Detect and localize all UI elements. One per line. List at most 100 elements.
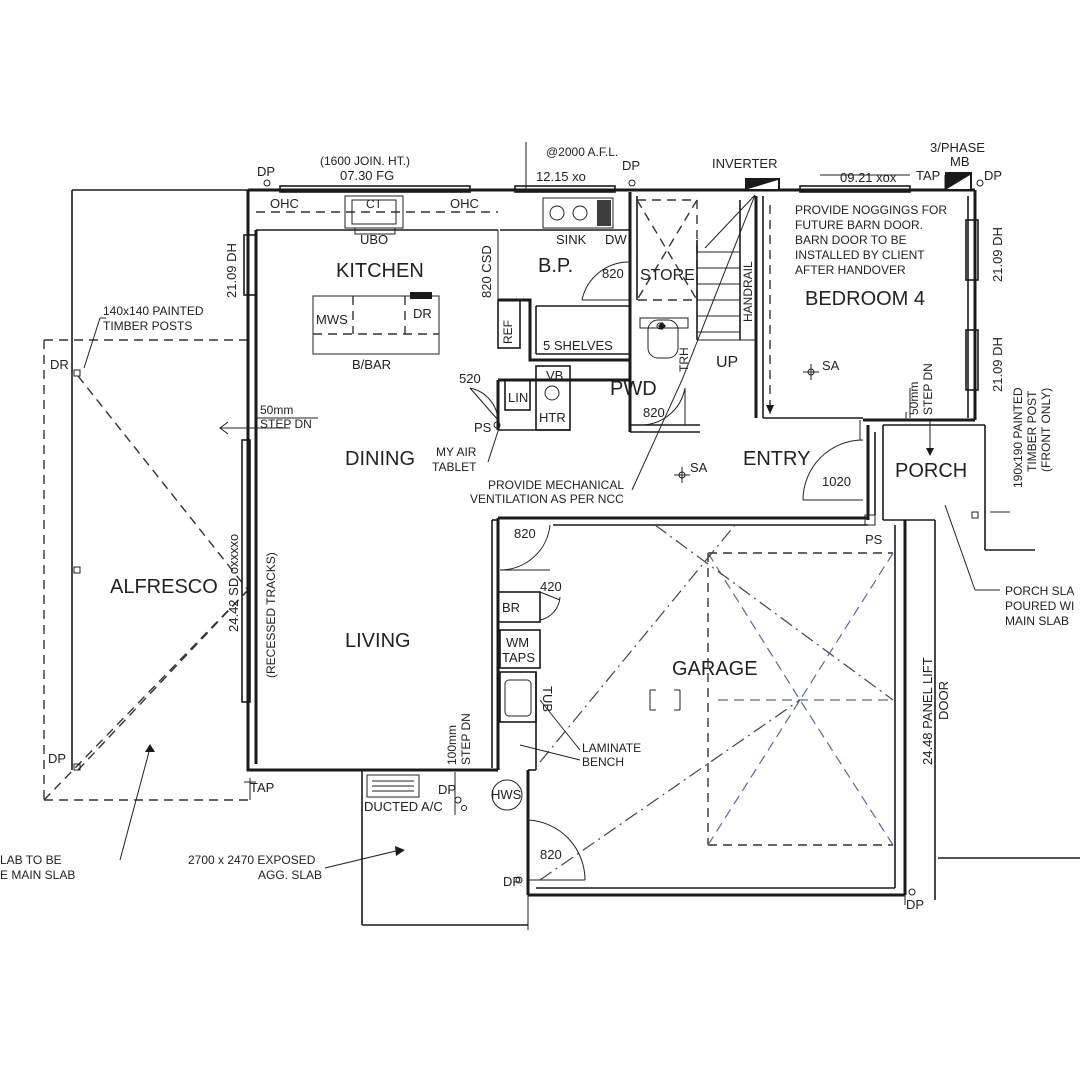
label-sa-bed: SA	[822, 358, 840, 373]
room-living: LIVING	[345, 630, 411, 652]
label-htr: HTR	[539, 410, 566, 425]
note-my-air-1: MY AIR	[436, 445, 477, 459]
note-laminate-1: LAMINATE	[582, 741, 641, 755]
label-br: BR	[502, 600, 520, 615]
dim-step-dn-living-1: 100mm	[445, 725, 459, 765]
label-ducted-ac: DUCTED A/C	[364, 799, 443, 814]
dim-step-dn-left-2: STEP DN	[260, 417, 312, 431]
label-ref: REF	[501, 320, 515, 344]
dim-door-420: 420	[540, 579, 562, 594]
note-barn-door-5: AFTER HANDOVER	[795, 263, 906, 277]
dim-dh-right-1: 21.09 DH	[990, 227, 1005, 282]
note-laminate-2: BENCH	[582, 755, 624, 769]
note-agg-slab-2: AGG. SLAB	[258, 868, 322, 882]
note-barn-door-2: FUTURE BARN DOOR.	[795, 218, 923, 232]
entry-porch	[802, 420, 1035, 551]
dp-garage-right: DP	[906, 897, 924, 912]
note-my-air-2: TABLET	[432, 460, 477, 474]
label-vb: VB	[546, 368, 563, 383]
dp-top-right: DP	[984, 168, 1002, 183]
label-mb: MB	[950, 154, 970, 169]
label-tub: TUB	[540, 686, 555, 712]
room-pwd: PWD	[610, 378, 657, 400]
dim-fg: 07.30 FG	[340, 168, 394, 183]
label-trh: TRH	[677, 347, 691, 372]
service-symbols	[263, 172, 984, 896]
note-slab-left-1: LAB TO BE	[0, 853, 62, 867]
dim-join-ht: (1600 JOIN. HT.)	[320, 154, 410, 168]
label-five-shelves: 5 SHELVES	[543, 338, 613, 353]
note-slab-left-2: E MAIN SLAB	[0, 868, 75, 882]
dim-csd: 820 CSD	[479, 245, 494, 298]
room-alfresco: ALFRESCO	[110, 576, 218, 598]
dim-dh-right-2: 21.09 DH	[990, 337, 1005, 392]
label-hws: HWS	[491, 787, 522, 802]
label-ohc-right: OHC	[450, 196, 479, 211]
top-windows	[241, 185, 979, 703]
dp-top-mid: DP	[622, 158, 640, 173]
note-mech-vent-2: VENTILATION AS PER NCC	[470, 492, 624, 506]
exterior-walls	[246, 188, 977, 772]
dim-door-820-bp: 820	[602, 266, 624, 281]
label-lin: LIN	[508, 390, 528, 405]
label-handrail: HANDRAIL	[741, 261, 755, 322]
label-up: UP	[716, 354, 738, 371]
label-ps-left: PS	[474, 420, 492, 435]
laundry-garage	[491, 518, 1080, 900]
dim-panel-lift: 24.48 PANEL LIFT	[920, 657, 935, 765]
label-ps-right: PS	[865, 532, 883, 547]
label-ohc-left: OHC	[270, 196, 299, 211]
dim-step-dn-porch-2: STEP DN	[921, 363, 935, 415]
exposed-slab	[361, 770, 528, 926]
label-wm: WM	[506, 635, 529, 650]
dim-step-dn-left-1: 50mm	[260, 403, 293, 417]
dp-alfresco-bottom: DP	[48, 751, 66, 766]
label-store: STORE	[640, 267, 695, 284]
bedroom-4	[766, 205, 774, 414]
note-porch-slab-2: POURED WI	[1005, 599, 1074, 613]
dim-xo: 12.15 xo	[536, 169, 586, 184]
label-sink: SINK	[556, 232, 587, 247]
label-dw: DW	[605, 232, 627, 247]
note-mech-vent-1: PROVIDE MECHANICAL	[488, 478, 624, 492]
room-kitchen: KITCHEN	[336, 260, 424, 282]
room-entry: ENTRY	[743, 448, 810, 470]
dp-top-left: DP	[257, 164, 275, 179]
room-porch: PORCH	[895, 460, 967, 482]
note-barn-door-1: PROVIDE NOGGINGS FOR	[795, 203, 947, 217]
label-dr-kitchen: DR	[413, 306, 432, 321]
label-sa-entry: SA	[690, 460, 708, 475]
dim-recessed: (RECESSED TRACKS)	[264, 552, 278, 678]
butlers-pantry	[469, 192, 700, 433]
room-garage: GARAGE	[672, 658, 758, 680]
note-timber-posts-1: 140x140 PAINTED	[103, 304, 204, 318]
stair-store	[636, 194, 756, 341]
kitchen-area	[256, 195, 499, 355]
note-agg-slab-1: 2700 x 2470 EXPOSED	[188, 853, 316, 867]
dp-garage-left: DP	[503, 874, 521, 889]
dp-living: DP	[438, 782, 456, 797]
dim-xox: 09.21 xox	[840, 170, 897, 185]
alfresco-area	[43, 189, 249, 801]
dim-step-dn-porch-1: 50mm	[907, 382, 921, 415]
label-3-phase: 3/PHASE	[930, 140, 985, 155]
label-bbar: B/BAR	[352, 357, 391, 372]
room-bp: B.P.	[538, 255, 573, 277]
label-tap-bottom: TAP	[250, 780, 274, 795]
note-porch-slab-3: MAIN SLAB	[1005, 614, 1069, 628]
room-dining: DINING	[345, 448, 415, 470]
label-ubo: UBO	[360, 232, 388, 247]
dim-panel-lift-door: DOOR	[936, 681, 951, 720]
note-barn-door-4: INSTALLED BY CLIENT	[795, 248, 925, 262]
dim-step-dn-living-2: STEP DN	[459, 713, 473, 765]
label-tap-top: TAP	[916, 168, 940, 183]
dim-door-820-laundry: 820	[514, 526, 536, 541]
note-barn-door-3: BARN DOOR TO BE	[795, 233, 907, 247]
dp-alfresco-top: DR	[50, 357, 69, 372]
note-porch-post-3: (FRONT ONLY)	[1039, 388, 1053, 472]
note-porch-slab-1: PORCH SLA	[1005, 584, 1074, 598]
label-inverter: INVERTER	[712, 156, 778, 171]
label-taps: TAPS	[502, 650, 535, 665]
room-bedroom-4: BEDROOM 4	[805, 288, 925, 310]
